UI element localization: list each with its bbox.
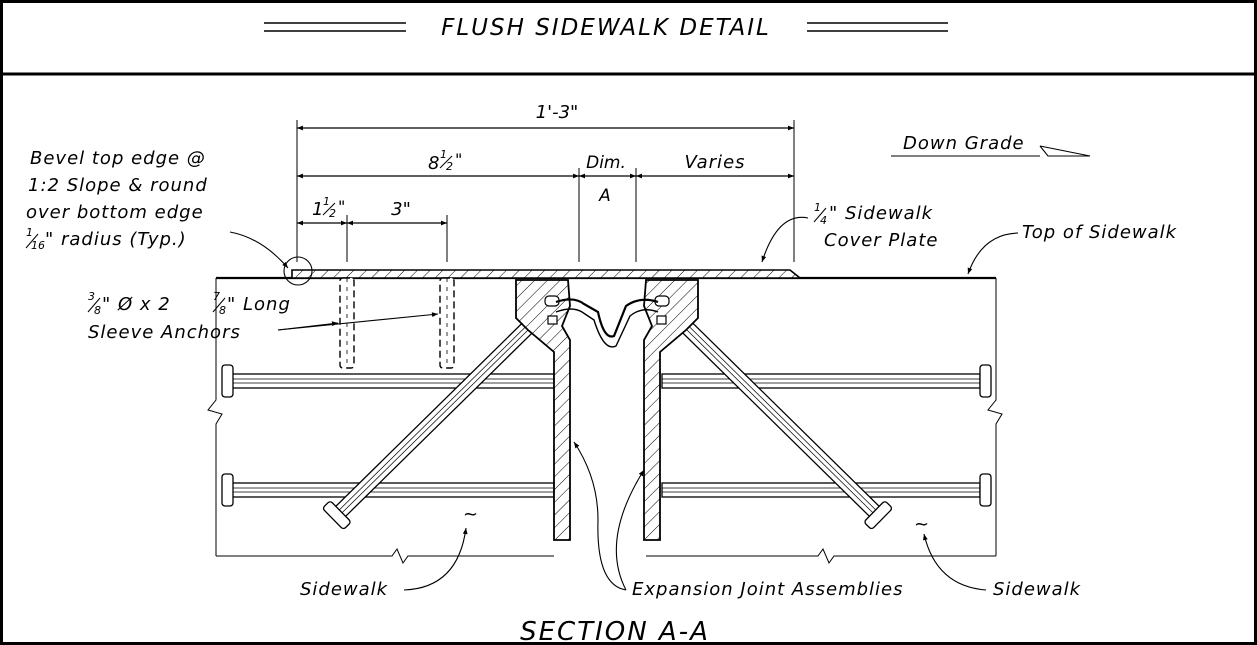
sidewalk-leader-left (403, 527, 468, 591)
concrete-marker-left: ~ (463, 504, 478, 525)
page-title: FLUSH SIDEWALK DETAIL (441, 15, 771, 41)
extension-lines (296, 120, 795, 262)
dimension-one-half: 1 1 2 " (312, 195, 345, 220)
anchors-num2: 7 (213, 290, 220, 303)
anchors-leader-right (277, 312, 439, 331)
cover-plate-leader (761, 216, 809, 263)
anchors-rest: " Long (227, 294, 291, 315)
dimension-eight-half-den: 2 (446, 160, 453, 173)
dimension-three: 3" (391, 199, 411, 220)
bevel-detail-circle (283, 256, 313, 286)
down-grade-label: Down Grade (903, 133, 1025, 154)
concrete-marker-right: ~ (914, 514, 929, 535)
expansion-joint-seal (555, 298, 659, 348)
dimension-one-half-den: 2 (329, 207, 336, 220)
top-of-sidewalk-label: Top of Sidewalk (1022, 222, 1178, 243)
dimension-eight-half: 8 1 2 " (428, 148, 462, 174)
dimension-eight-half-num: 1 (440, 148, 447, 161)
top-of-sidewalk-leader (967, 232, 1019, 275)
bevel-note-line2: 1:2 Slope & round (28, 175, 208, 196)
dimension-overall: 1'-3" (536, 102, 579, 123)
bevel-note-line3: over bottom edge (26, 202, 204, 223)
cover-plate-line2: Cover Plate (824, 230, 938, 251)
dimension-eight-half-unit: " (455, 150, 462, 169)
down-grade-indicator: Down Grade (891, 133, 1091, 157)
bevel-note: Bevel top edge @ 1:2 Slope & round over … (25, 148, 208, 252)
dimension-dim-a-line1: Dim. (586, 153, 626, 173)
sleeve-anchor-right (439, 277, 455, 369)
sidewalk-leader-right (923, 533, 987, 591)
sidewalk-label-right: Sidewalk (993, 579, 1082, 600)
dimension-one-half-num: 1 (323, 195, 330, 208)
section-title: SECTION A-A (520, 617, 710, 645)
bevel-note-line1: Bevel top edge @ (30, 148, 206, 169)
cover-plate-note: 1 4 " Sidewalk Cover Plate (813, 201, 938, 251)
bevel-note-line4-den: 16 (31, 239, 45, 252)
sidewalk-cover-plate (291, 269, 803, 279)
expansion-joint-leader-right (615, 469, 645, 591)
bevel-note-line4-num: 1 (26, 226, 33, 239)
bevel-note-line4-rest: " radius (Typ.) (45, 229, 187, 250)
bevel-leader (229, 231, 289, 269)
cover-plate-line1: " Sidewalk (829, 203, 934, 224)
anchors-mid: " Ø x 2 (102, 294, 171, 315)
expansion-joint-left (515, 279, 571, 541)
expansion-joint-label: Expansion Joint Assemblies (632, 579, 903, 600)
expansion-joint-leader-left (573, 441, 627, 591)
anchors-num1: 3 (88, 290, 95, 303)
anchors-note: 3 8 " Ø x 2 7 8 " Long Sleeve Anchors (87, 290, 291, 343)
anchors-den1: 8 (94, 304, 101, 317)
cover-plate-den: 4 (820, 214, 827, 227)
dimension-one-half-unit: " (338, 197, 345, 216)
anchors-line2: Sleeve Anchors (88, 322, 241, 343)
dimension-dim-a-line2: A (598, 186, 611, 206)
sidewalk-label-left: Sidewalk (300, 579, 389, 600)
expansion-joint-right (643, 279, 699, 541)
dimension-eight-half-whole: 8 (428, 153, 439, 174)
break-lines (207, 278, 1003, 565)
header-title-block: FLUSH SIDEWALK DETAIL (264, 15, 948, 41)
dimension-one-half-whole: 1 (312, 199, 323, 220)
rebar-diagonal-left (322, 302, 553, 530)
dimension-lines (297, 125, 794, 226)
cover-plate-num: 1 (814, 201, 821, 214)
dimension-varies: Varies (684, 152, 745, 173)
anchors-den2: 8 (219, 304, 226, 317)
rebars-horizontal (221, 364, 992, 507)
